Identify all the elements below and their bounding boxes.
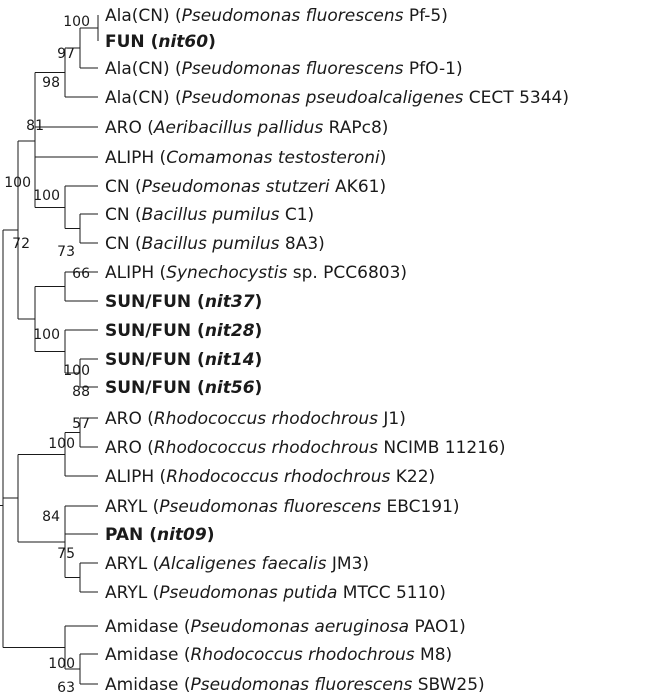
leaf-label: SUN/FUN (nit28) (105, 321, 262, 341)
bootstrap-value: 66 (72, 266, 90, 282)
leaf-label: SUN/FUN (nit37) (105, 292, 262, 312)
leaf-label: FUN (nit60) (105, 32, 216, 52)
bootstrap-value: 73 (57, 244, 75, 260)
leaf-label: SUN/FUN (nit14) (105, 350, 262, 370)
leaf-label: ARYL (Pseudomonas fluorescens EBC191) (105, 497, 460, 517)
bootstrap-value: 75 (57, 546, 75, 562)
leaf-label: ALIPH (Comamonas testosteroni) (105, 148, 386, 168)
bootstrap-value: 100 (48, 656, 75, 672)
leaf-label: CN (Pseudomonas stutzeri AK61) (105, 177, 386, 197)
leaf-label: CN (Bacillus pumilus 8A3) (105, 234, 325, 254)
leaf-label: Ala(CN) (Pseudomonas fluorescens Pf-5) (105, 6, 448, 26)
bootstrap-value: 100 (33, 188, 60, 204)
leaf-label: Amidase (Pseudomonas fluorescens SBW25) (105, 675, 485, 694)
leaf-label: Amidase (Rhodococcus rhodochrous M8) (105, 645, 452, 665)
leaf-label: ARO (Rhodococcus rhodochrous NCIMB 11216… (105, 438, 505, 458)
leaf-label: PAN (nit09) (105, 525, 214, 545)
bootstrap-value: 84 (42, 509, 60, 525)
leaf-label: ARO (Rhodococcus rhodochrous J1) (105, 409, 406, 429)
bootstrap-value: 72 (12, 236, 30, 252)
leaf-label: Ala(CN) (Pseudomonas pseudoalcaligenes C… (105, 88, 569, 108)
bootstrap-value: 100 (4, 175, 31, 191)
bootstrap-value: 57 (72, 416, 90, 432)
leaf-label: SUN/FUN (nit56) (105, 378, 262, 398)
leaf-label: Amidase (Pseudomonas aeruginosa PAO1) (105, 617, 466, 637)
bootstrap-value: 100 (63, 14, 90, 30)
leaf-label: ALIPH (Rhodococcus rhodochrous K22) (105, 467, 435, 487)
bootstrap-value: 98 (42, 75, 60, 91)
leaf-label: ARO (Aeribacillus pallidus RAPc8) (105, 118, 388, 138)
bootstrap-value: 100 (33, 327, 60, 343)
bootstrap-value: 100 (48, 436, 75, 452)
tree-labels: Ala(CN) (Pseudomonas fluorescens Pf-5) FU… (4, 6, 569, 694)
bootstrap-value: 63 (57, 680, 75, 694)
leaf-label: Ala(CN) (Pseudomonas fluorescens PfO-1) (105, 59, 463, 79)
leaf-label: ALIPH (Synechocystis sp. PCC6803) (105, 263, 407, 283)
bootstrap-value: 81 (26, 118, 44, 134)
leaf-label: ARYL (Pseudomonas putida MTCC 5110) (105, 583, 446, 603)
bootstrap-value: 88 (72, 384, 90, 400)
bootstrap-value: 100 (63, 363, 90, 379)
bootstrap-value: 97 (57, 46, 75, 62)
leaf-label: ARYL (Alcaligenes faecalis JM3) (105, 554, 369, 574)
tree-branches (0, 15, 99, 685)
leaf-label: CN (Bacillus pumilus C1) (105, 205, 314, 225)
